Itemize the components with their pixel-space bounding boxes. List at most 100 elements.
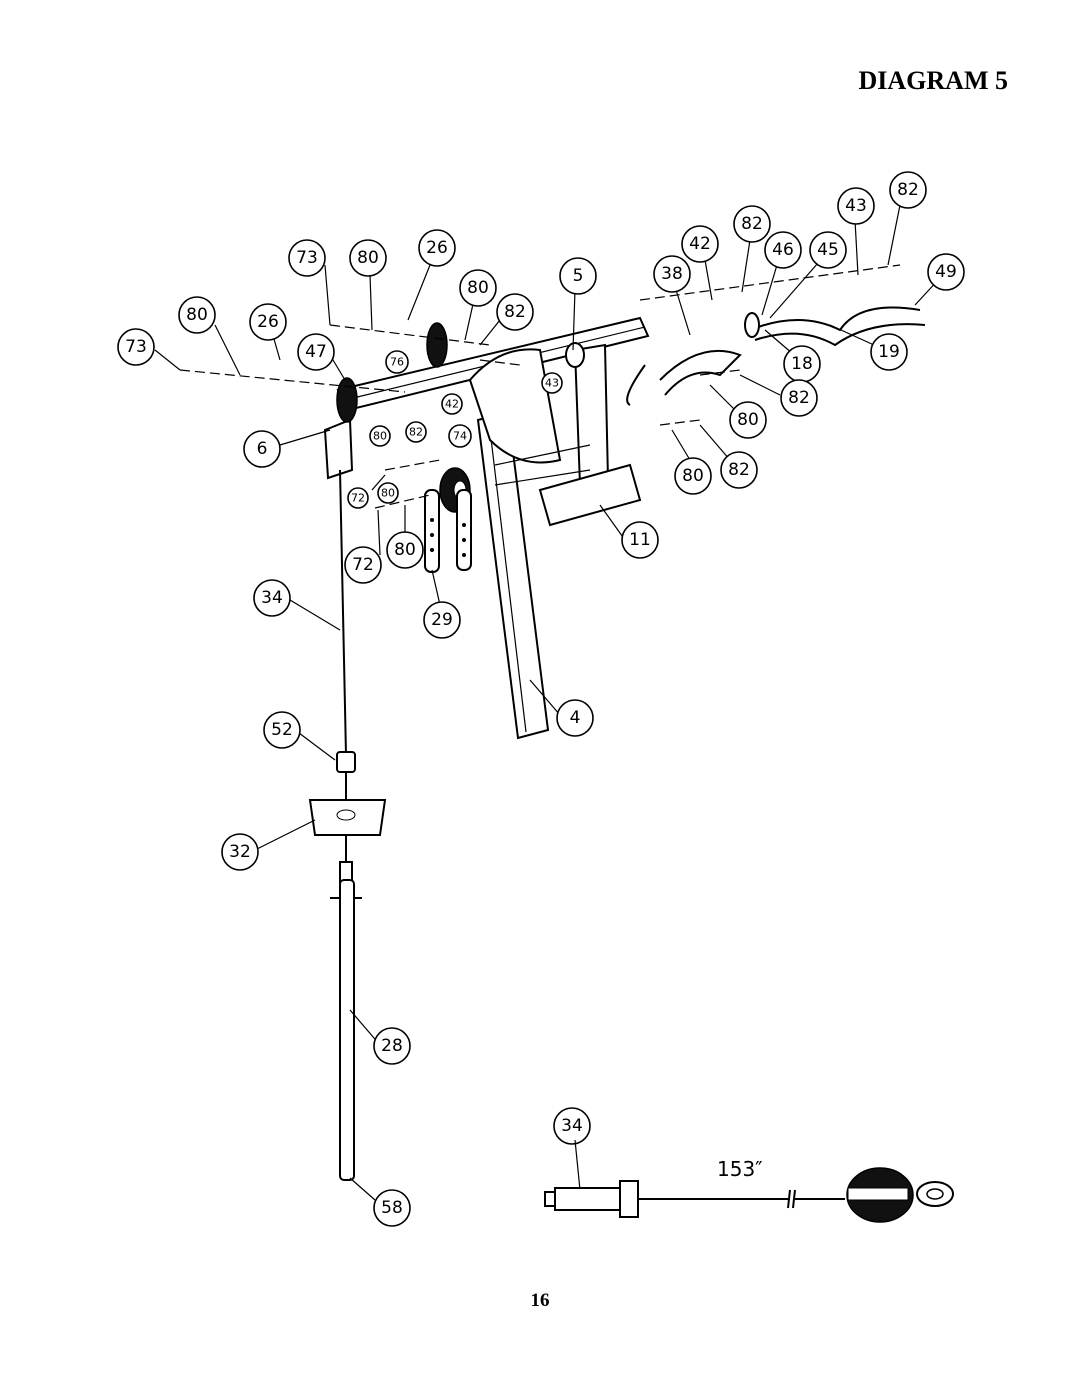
callout-label: 32 [229,842,251,862]
cable-detail-callout: 34 [553,1107,591,1145]
callout-circle [889,171,927,209]
callout-circle [496,293,534,331]
callout-label: 43 [545,377,559,390]
callout-label: 38 [661,264,683,284]
callout-5: 5 [559,257,597,295]
callout-45: 45 [809,231,847,269]
callout-80: 80 [729,401,767,439]
callout-label: 73 [125,337,147,357]
callout-circle [674,457,712,495]
callout-label: 82 [409,426,423,439]
callout-82: 82 [720,451,758,489]
callout-label: 42 [689,234,711,254]
callout-circle [418,229,456,267]
callout-circle [373,1027,411,1065]
callout-label: 72 [351,492,365,505]
callout-label: 74 [453,430,467,443]
cable-detail: 153″ [544,1139,954,1223]
callout-label: 76 [390,356,404,369]
callout-43: 43 [837,187,875,225]
callout-82: 82 [733,205,771,243]
callout-74: 74 [448,424,472,448]
callout-label: 34 [561,1116,583,1136]
callout-34: 34 [253,579,291,617]
callout-80: 80 [178,296,216,334]
callout-28: 28 [373,1027,411,1065]
callout-label: 46 [772,240,794,260]
callout-circle [720,451,758,489]
callout-43: 43 [541,372,563,394]
callout-82: 82 [496,293,534,331]
callout-circle [556,699,594,737]
callout-circle [837,187,875,225]
callout-circle [780,379,818,417]
callout-circle [249,303,287,341]
callout-label: 80 [467,278,489,298]
callout-19: 19 [870,333,908,371]
callout-circle [553,1107,591,1145]
callout-73: 73 [288,239,326,277]
callout-circle [386,531,424,569]
callout-circle [385,350,409,374]
callout-82: 82 [780,379,818,417]
cable-length-label: 153″ [717,1157,763,1181]
callout-49: 49 [927,253,965,291]
callout-label: 45 [817,240,839,260]
callout-label: 82 [788,388,810,408]
callout-label: 58 [381,1198,403,1218]
callout-32: 32 [221,833,259,871]
top-beam [336,316,650,464]
callout-label: 80 [737,410,759,430]
callout-26: 26 [249,303,287,341]
callout-circle [297,333,335,371]
callout-label: 80 [682,466,704,486]
callout-label: 4 [570,708,581,728]
callout-circle [344,546,382,584]
callout-circle [764,231,802,269]
fastener-paths [179,264,901,509]
callout-label: 73 [296,248,318,268]
callout-circle [288,239,326,277]
callout-circle [243,430,281,468]
callout-4: 4 [556,699,594,737]
callout-circle [870,333,908,371]
callout-label: 82 [741,214,763,234]
callout-circle [405,421,427,443]
callout-circle [369,425,391,447]
callout-80: 80 [349,239,387,277]
callout-26: 26 [418,229,456,267]
callout-label: 72 [352,555,374,575]
pulley-bracket-left [323,377,358,480]
callout-42: 42 [681,225,719,263]
callout-label: 28 [381,1036,403,1056]
callout-80: 80 [377,482,399,504]
callout-18: 18 [783,345,821,383]
lower-support [494,444,642,527]
callout-38: 38 [653,255,691,293]
callout-label: 26 [426,238,448,258]
callout-circle [349,239,387,277]
callout-label: 43 [845,196,867,216]
callout-82: 82 [889,171,927,209]
callout-80: 80 [369,425,391,447]
callout-circle [733,205,771,243]
callout-circle [729,401,767,439]
callout-47: 47 [297,333,335,371]
callout-circle [448,424,472,448]
callout-label: 82 [504,302,526,322]
callout-82: 82 [405,421,427,443]
callout-label: 52 [271,720,293,740]
callout-label: 19 [878,342,900,362]
callout-label: 18 [791,354,813,374]
callout-label: 11 [629,530,651,550]
callout-circle [541,372,563,394]
diagram-title: DIAGRAM 5 [858,66,1009,95]
callout-label: 42 [445,398,459,411]
pivot-column [565,342,610,487]
callout-circle [927,253,965,291]
callout-46: 46 [764,231,802,269]
callout-label: 47 [305,342,327,362]
callout-circle [809,231,847,269]
